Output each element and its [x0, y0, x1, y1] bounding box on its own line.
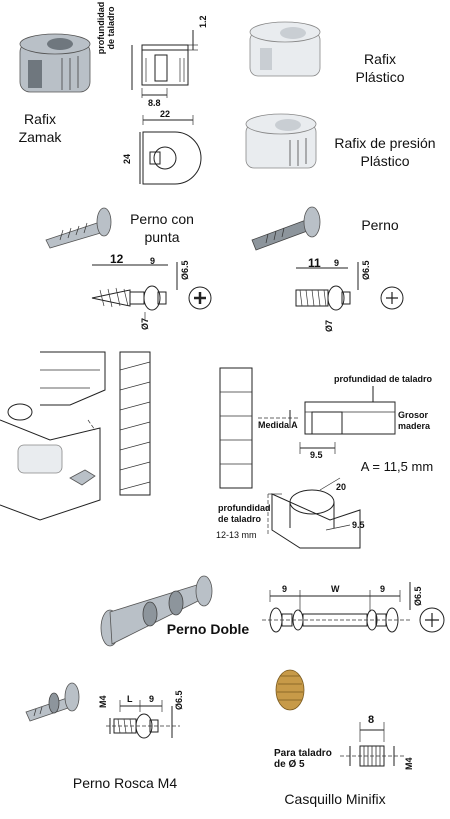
dim-pr-m4: M4 — [98, 695, 108, 708]
dim-pd-9a: 9 — [282, 584, 288, 594]
dim-rafix-22: 22 — [160, 109, 171, 119]
dim-drill-95: 9.5 — [352, 520, 365, 530]
dim-install-95: 9.5 — [310, 450, 323, 460]
dim-rafix-depth: profundidad de taladro — [96, 1, 116, 55]
perno-drawing — [295, 262, 404, 311]
dim-c-8: 8 — [368, 714, 375, 726]
dim-rafix-12: 1.2 — [198, 15, 208, 28]
label-rafix-zamak: Rafix Zamak — [18, 111, 62, 145]
dim-rafix-24: 24 — [122, 153, 132, 164]
perno-rosca-photo — [25, 682, 80, 722]
dim-pd-65: Ø6.5 — [413, 586, 423, 606]
dim-pp-12: 12 — [110, 252, 124, 266]
drilling-perspective — [267, 477, 361, 549]
installation-section — [219, 367, 396, 489]
dim-pr-l: L — [127, 694, 133, 704]
dim-pr-9: 9 — [149, 694, 155, 704]
label-rafix-plastico: Rafix Plástico — [355, 51, 405, 85]
rafix-side-drawing — [131, 30, 198, 98]
dim-drill-range: 12-13 mm — [216, 530, 257, 540]
dim-pp-9: 9 — [150, 256, 156, 266]
dim-c-para: Para taladro de Ø 5 — [274, 748, 332, 770]
dim-p-11: 11 — [308, 256, 321, 270]
rafix-presion-photo — [245, 113, 317, 169]
installation-perspective — [0, 351, 151, 521]
dim-grosor: Grosor madera — [398, 410, 431, 431]
label-casquillo: Casquillo Minifix — [284, 791, 386, 807]
dim-install-depth: profundidad de taladro — [334, 374, 432, 384]
perno-punta-photo — [45, 207, 112, 249]
casquillo-photo — [275, 669, 305, 711]
perno-rosca-drawing — [106, 700, 180, 739]
dim-pr-65: Ø6.5 — [174, 690, 184, 710]
dim-drill-depth: profundidad de taladro — [218, 503, 271, 524]
label-perno-rosca: Perno Rosca M4 — [72, 775, 178, 791]
rafix-top-drawing — [139, 115, 202, 185]
dim-pd-w: W — [331, 584, 340, 594]
dim-drill-20: 20 — [336, 482, 347, 492]
dim-pd-9b: 9 — [380, 584, 386, 594]
label-perno-punta: Perno con punta — [130, 211, 194, 245]
dim-pp-65: Ø6.5 — [180, 260, 190, 280]
perno-doble-drawing — [262, 582, 445, 633]
dim-c-m4: M4 — [404, 757, 414, 770]
dim-p-65: Ø6.5 — [361, 260, 371, 280]
dim-pp-7: Ø7 — [140, 317, 150, 330]
perno-photo — [251, 206, 321, 251]
dim-medida-a: Medida A — [258, 420, 298, 430]
perno-punta-drawing — [91, 262, 212, 320]
label-perno-doble: Perno Doble — [166, 621, 250, 637]
dim-rafix-88: 8.8 — [148, 98, 161, 108]
rafix-plastico-photo — [249, 21, 321, 77]
dim-p-7: Ø7 — [324, 319, 334, 332]
perno-doble-photo — [100, 575, 213, 647]
a-value-label: A = 11,5 mm — [360, 459, 434, 474]
dim-p-9: 9 — [334, 258, 340, 268]
label-rafix-presion: Rafix de presión Plástico — [334, 135, 436, 169]
label-perno: Perno — [361, 217, 399, 233]
casquillo-drawing — [340, 722, 404, 767]
rafix-zamak-photo — [19, 33, 91, 93]
